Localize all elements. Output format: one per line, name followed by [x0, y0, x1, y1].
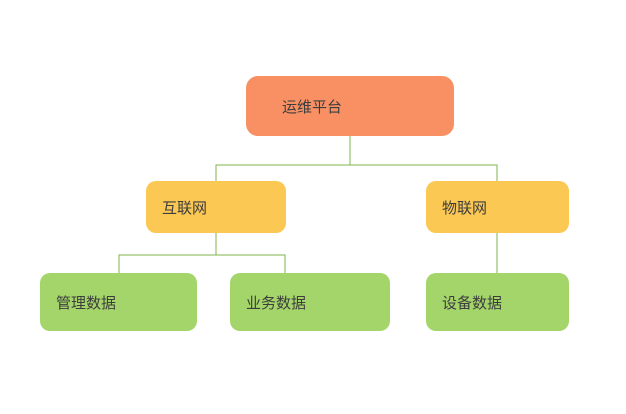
node-device-data-label: 设备数据 [442, 293, 503, 312]
node-business-data-label: 业务数据 [246, 293, 307, 312]
node-iot[interactable]: 物联网 [426, 181, 569, 233]
edge-internet-management-data [118, 233, 217, 273]
edge-root-iot [349, 136, 498, 181]
node-business-data[interactable]: 业务数据 [230, 273, 390, 331]
node-internet-label: 互联网 [162, 198, 208, 217]
edge-root-internet [215, 136, 351, 181]
node-iot-label: 物联网 [442, 198, 488, 217]
node-device-data[interactable]: 设备数据 [426, 273, 569, 331]
node-management-data[interactable]: 管理数据 [40, 273, 197, 331]
node-root[interactable]: 运维平台 [246, 76, 454, 136]
node-internet[interactable]: 互联网 [146, 181, 286, 233]
node-root-label: 运维平台 [282, 97, 343, 116]
edge-internet-business-data [215, 233, 286, 273]
node-management-data-label: 管理数据 [56, 293, 117, 312]
